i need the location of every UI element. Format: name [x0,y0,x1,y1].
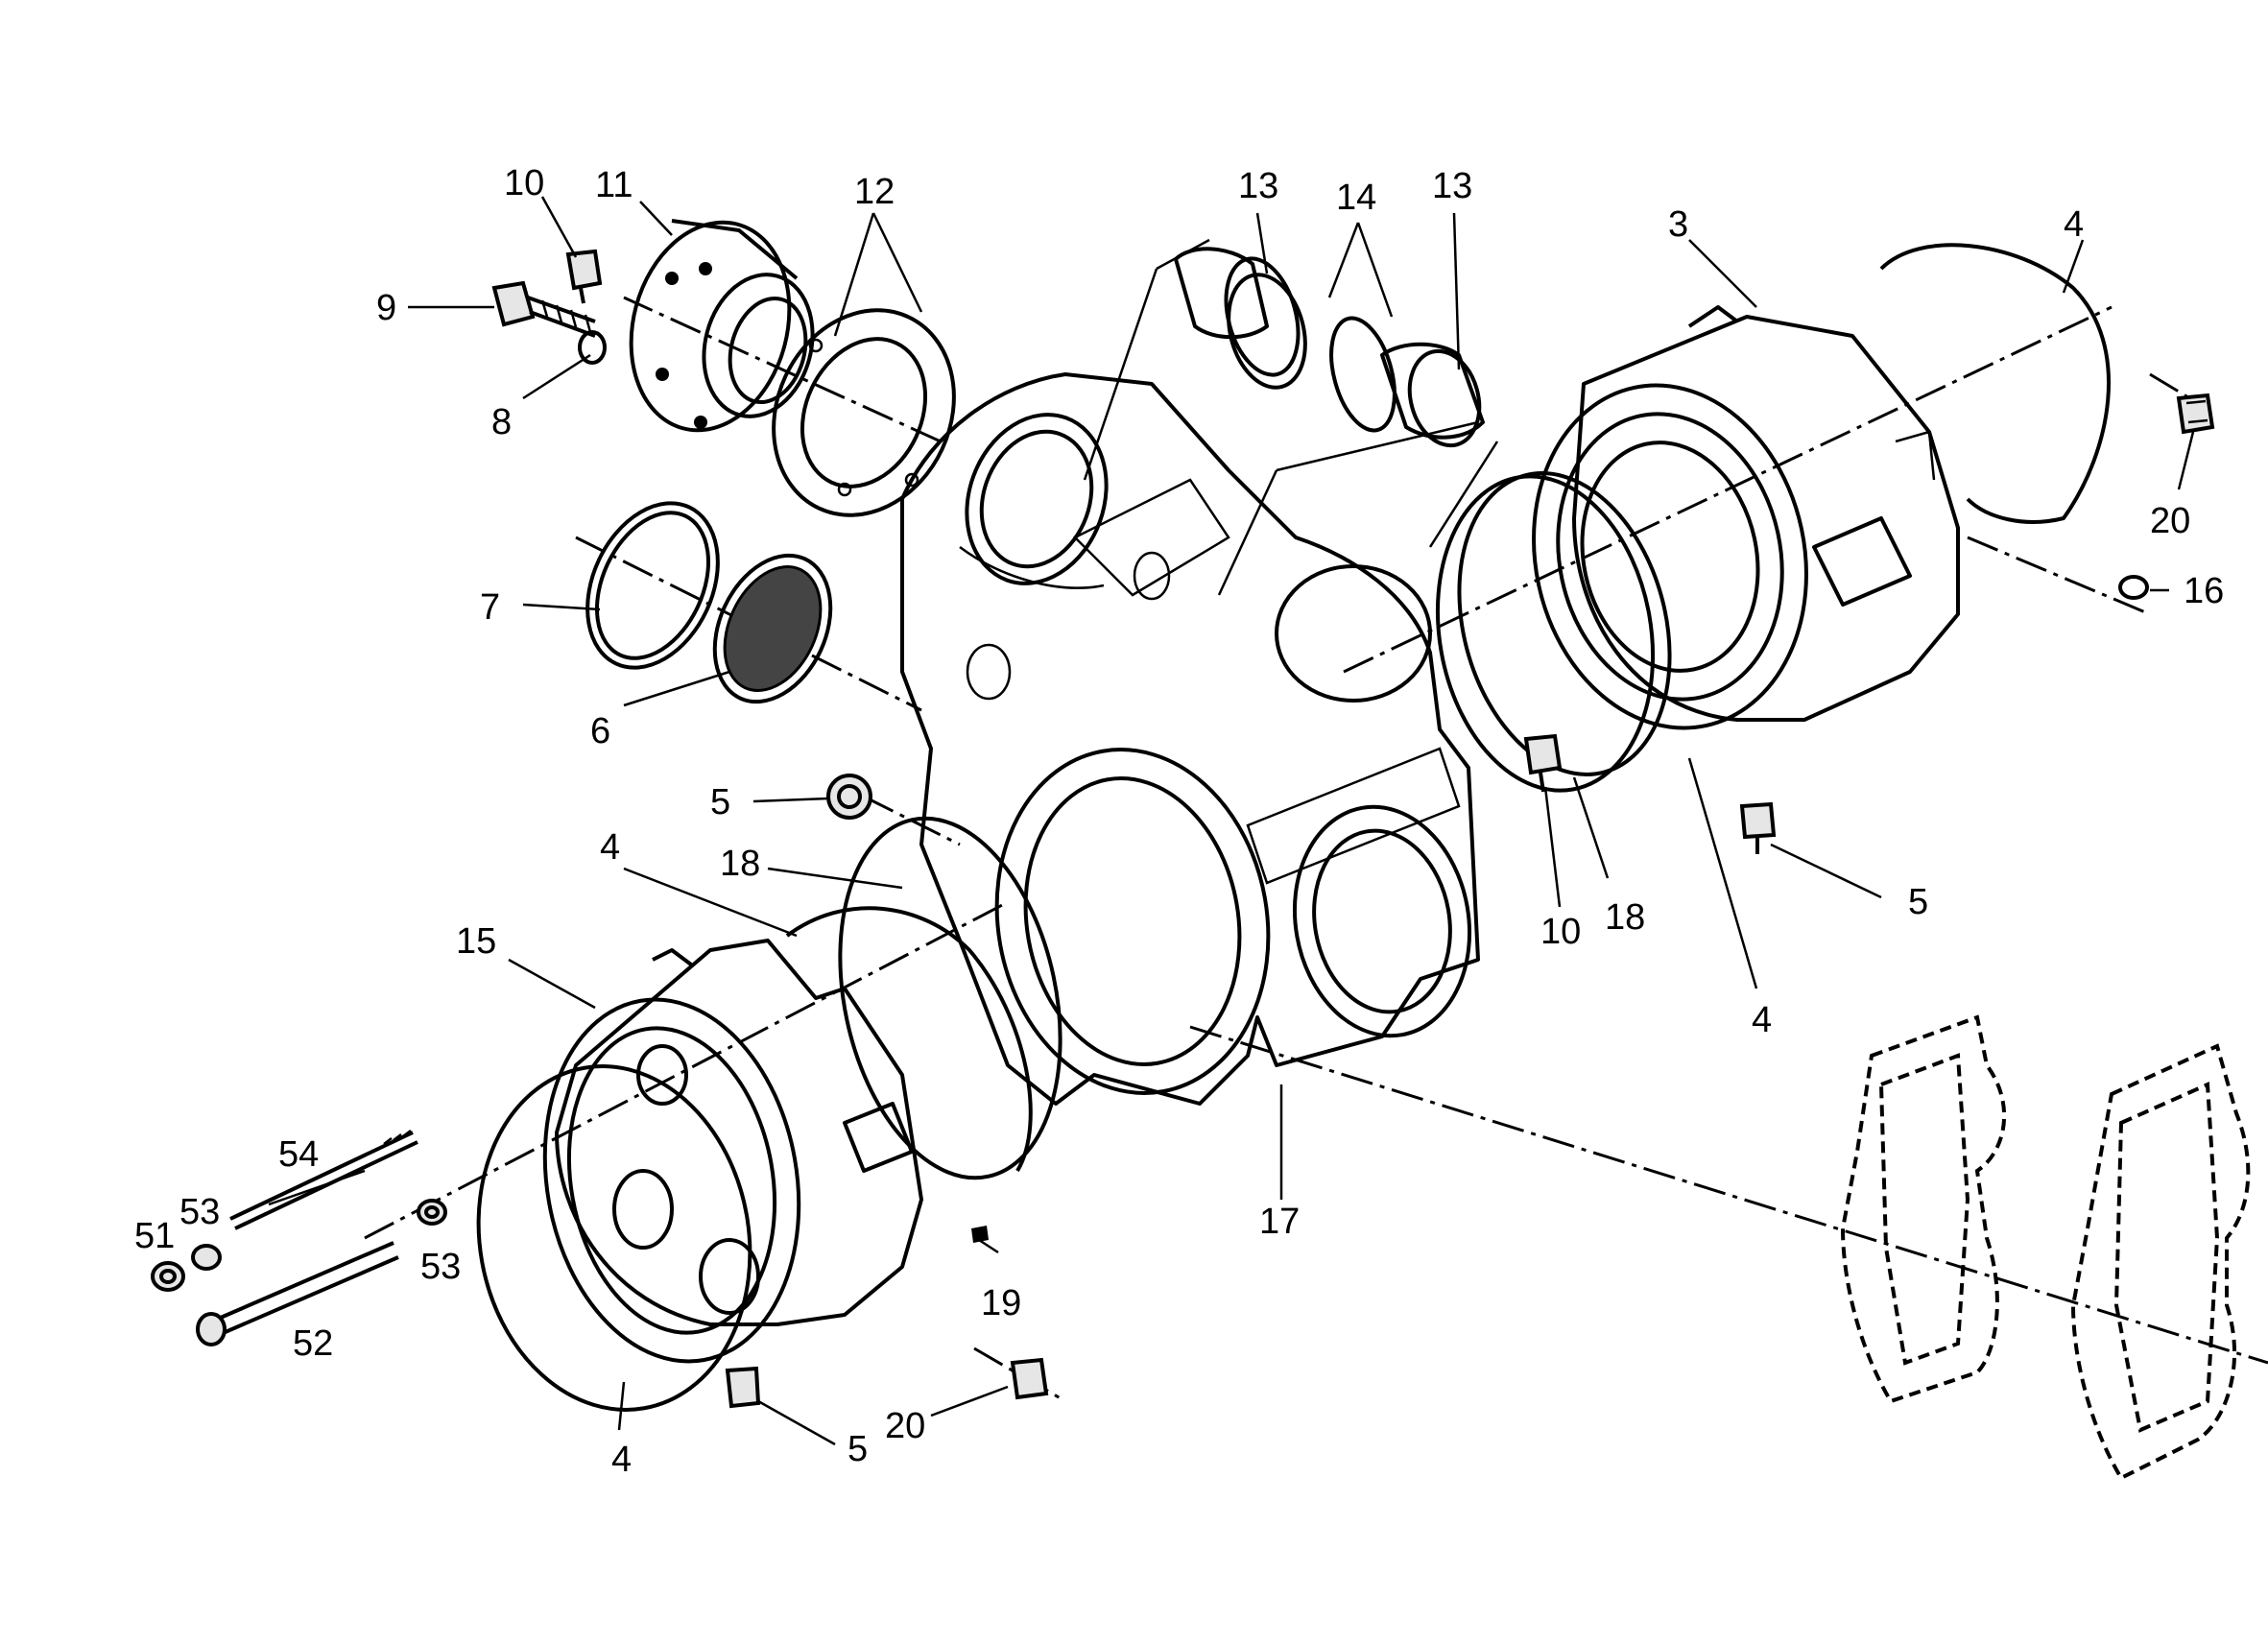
callout-label: 6 [590,711,610,751]
tie-rod-part-52 [196,1241,399,1346]
block-part-10-top [565,249,603,304]
tie-rod-part-54 [229,1130,418,1230]
washer-part-16 [2118,575,2149,600]
center-housing-part-17 [900,372,1480,1106]
gasket-part-12 [772,308,956,517]
callout-label: 3 [1668,204,1688,245]
callout-label: 4 [1752,1000,1772,1040]
callout-label: 13 [1238,166,1278,206]
o-ring-part-14-right [1329,316,1397,433]
callout-label: 5 [1908,882,1928,922]
ring-part-4-top [1879,243,2111,524]
callout-label: 17 [1259,1202,1300,1242]
callout-label: 10 [504,163,544,203]
callout-leaders [268,196,2195,1446]
o-ring-part-18-left [838,816,1062,1180]
callout-label: 9 [376,288,396,328]
ring-part-4-mid [785,906,1033,1173]
cover-part-3 [1532,305,1960,730]
callout-label: 13 [1432,166,1472,206]
plug-part-5-right [1739,801,1777,854]
callout-label: 5 [848,1429,868,1469]
callout-label: 14 [1336,178,1376,218]
callout-label: 10 [1540,912,1581,952]
ring-part-4-right [1457,471,1672,776]
assembly-axes [364,296,2268,1403]
callout-label: 4 [2064,204,2084,245]
nut-part-53-right [417,1199,447,1226]
plug-part-5-left [826,774,872,820]
callout-label: 4 [611,1440,632,1480]
callout-labels: 10 11 12 13 14 13 3 4 9 8 20 16 7 6 5 4 … [134,163,2224,1480]
callout-label: 4 [600,827,620,868]
callout-label: 20 [885,1406,925,1446]
callout-label: 53 [179,1192,220,1232]
plug-part-20-bottom [1010,1357,1049,1400]
washer-part-8 [578,330,607,365]
callout-label: 18 [720,844,760,884]
callout-label: 15 [456,921,496,962]
callout-label: 12 [854,172,895,212]
filter-disc-part-6 [712,553,833,704]
callout-label: 51 [134,1216,175,1256]
callout-label: 5 [710,782,730,822]
snap-ring-part-7 [585,501,720,670]
plug-part-20-top [2176,393,2215,435]
bushing-part-13-right [1380,342,1485,448]
flange-part-11 [629,219,815,433]
pin-part-19 [971,1226,989,1243]
callout-label: 52 [293,1323,333,1364]
plug-part-5-bottom [725,1366,761,1409]
bushing-reference-lines [1083,238,1499,596]
nut-part-51 [151,1261,185,1292]
gasket-outline-right [2070,1043,2251,1481]
callout-label: 54 [278,1134,319,1175]
callout-label: 11 [595,165,633,205]
cover-part-15 [542,939,923,1364]
callout-label: 20 [2150,501,2190,541]
ring-part-4-bottom [476,1064,752,1412]
nut-part-53-left [191,1244,222,1271]
callout-label: 19 [981,1283,1021,1323]
gasket-outline-left [1840,1014,2007,1404]
callout-label: 7 [480,587,500,628]
callout-label: 16 [2184,571,2224,611]
block-part-10-mid [1523,733,1563,793]
bolt-part-9 [491,280,596,338]
callout-label: 8 [491,402,512,442]
o-ring-part-14-left [1227,273,1307,390]
callout-label: 18 [1605,897,1645,938]
callout-label: 53 [420,1247,461,1287]
